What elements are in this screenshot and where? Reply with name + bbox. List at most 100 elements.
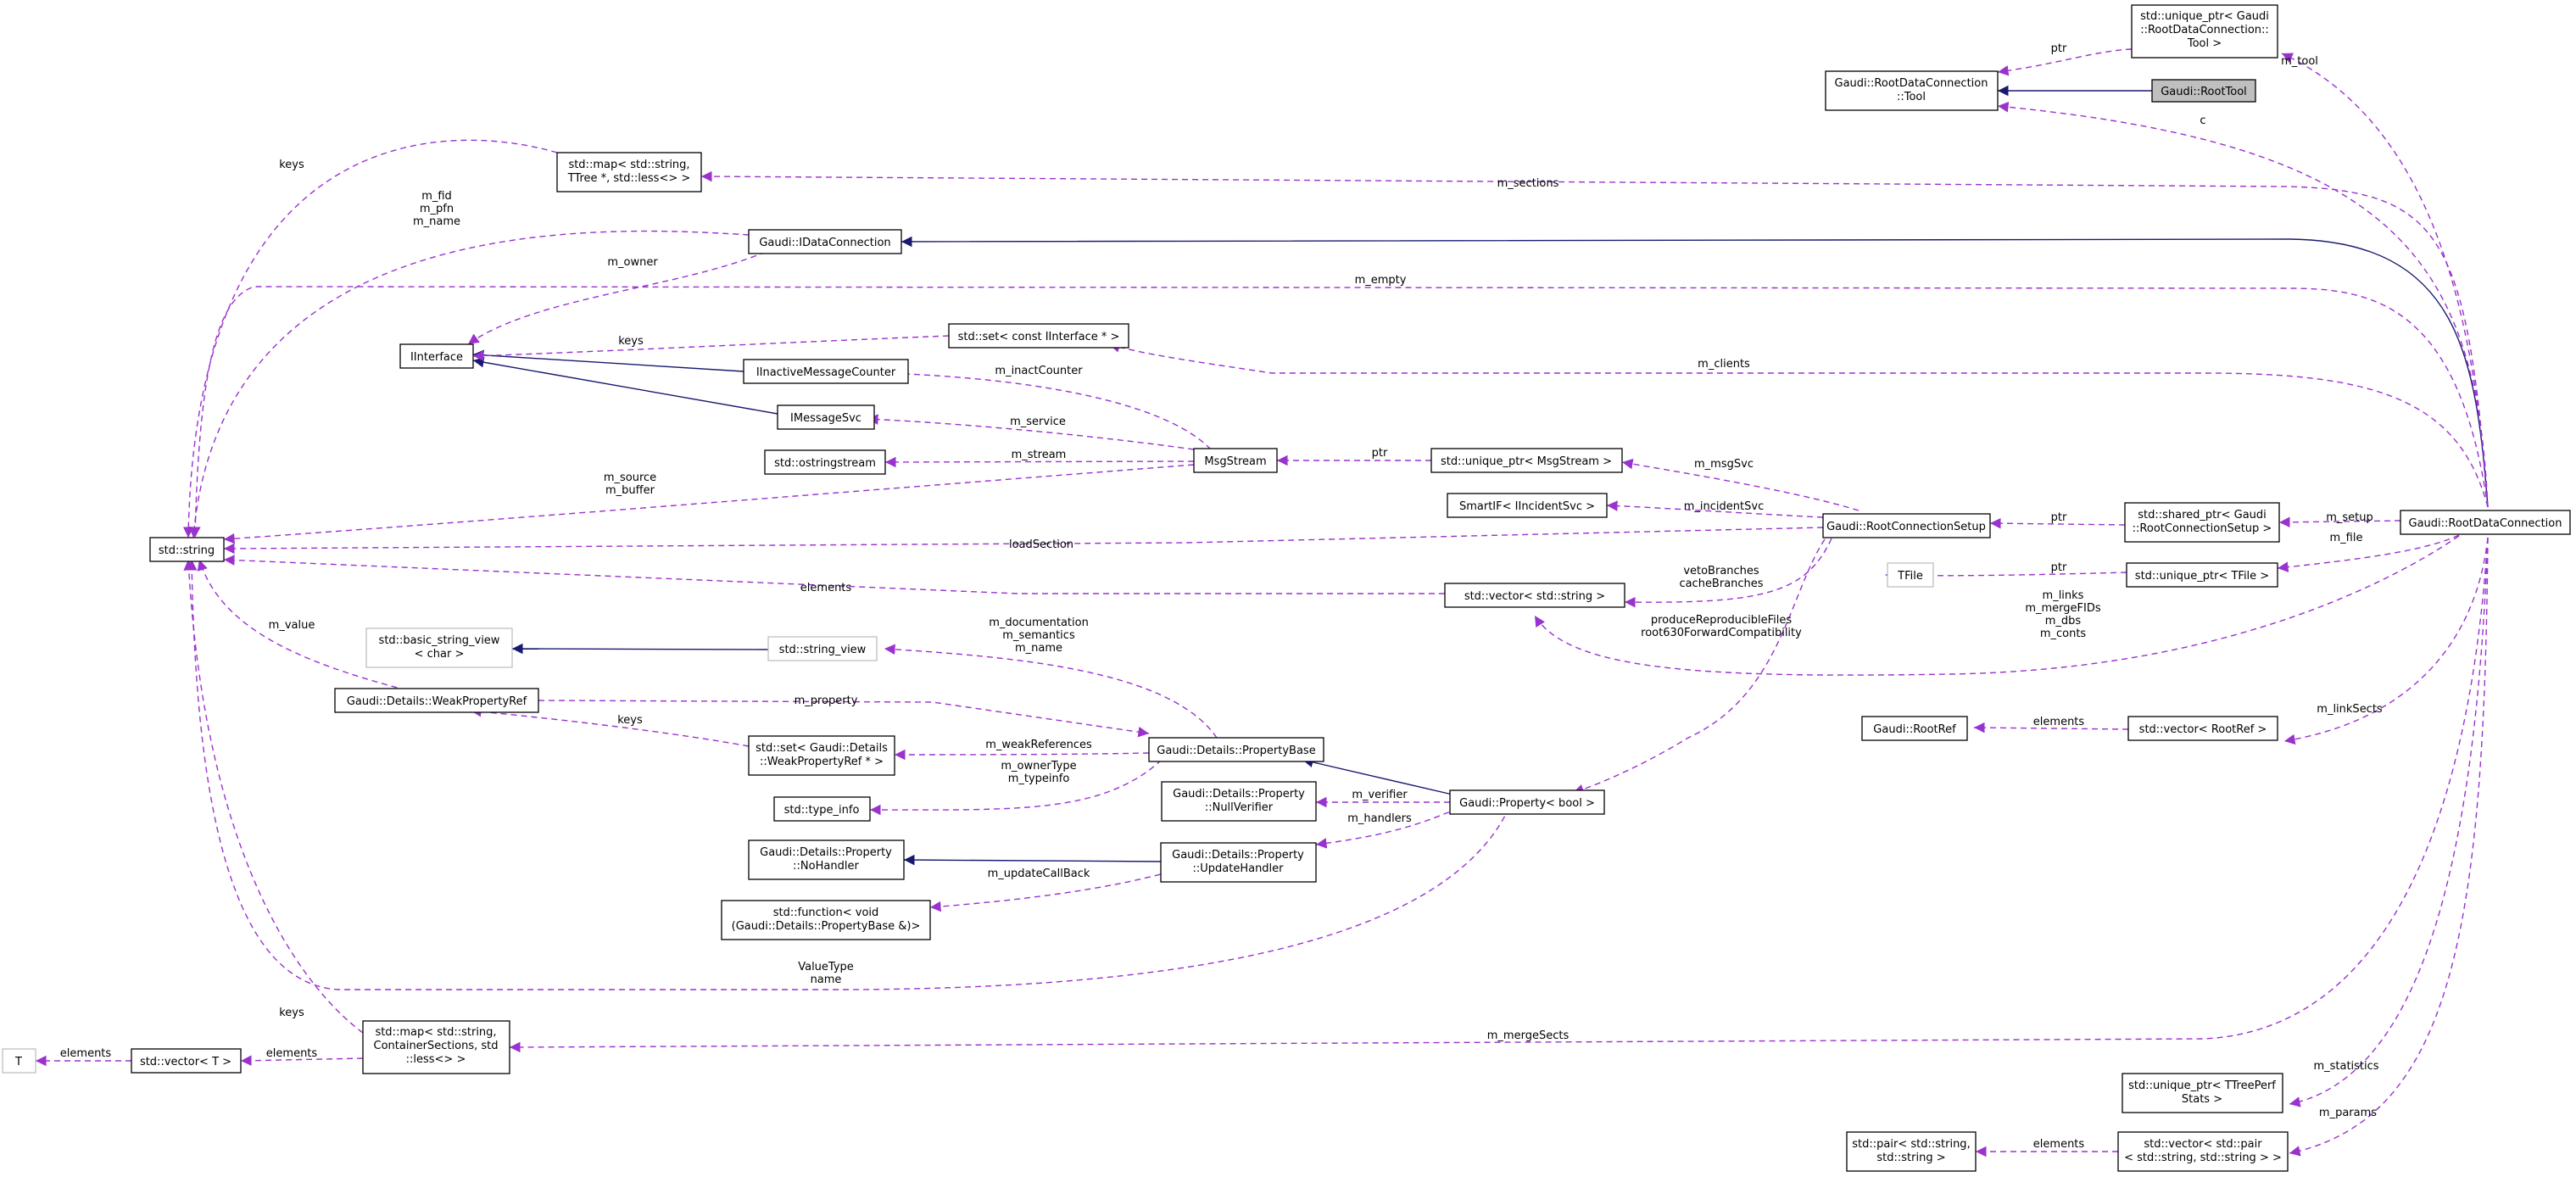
node-vector-pair[interactable]: std::vector< std::pair< std::string, std…: [2117, 1131, 2289, 1172]
node-set-iinterface[interactable]: std::set< const IInterface * >: [948, 323, 1129, 349]
node-propertybase[interactable]: Gaudi::Details::PropertyBase: [1148, 737, 1324, 762]
label-m_verifier: m_verifier: [1352, 789, 1408, 801]
edge-ptr-tool: [1997, 48, 2133, 76]
svg-text:std::vector< T >: std::vector< T >: [140, 1056, 231, 1068]
node-rootref[interactable]: Gaudi::RootRef: [1861, 716, 1968, 741]
svg-text:MsgStream: MsgStream: [1204, 455, 1266, 468]
svg-text:std::set< const IInterface * >: std::set< const IInterface * >: [958, 331, 1120, 343]
edge-keys-set: [472, 335, 950, 361]
node-uptr-msgstream[interactable]: std::unique_ptr< MsgStream >: [1430, 448, 1623, 473]
edge-m_links: [1534, 535, 2460, 676]
svg-text:SmartIF< IIncidentSvc >: SmartIF< IIncidentSvc >: [1459, 500, 1595, 513]
svg-text:std::vector< std::string >: std::vector< std::string >: [1464, 590, 1605, 603]
svg-text:IInactiveMessageCounter: IInactiveMessageCounter: [756, 366, 896, 379]
node-function[interactable]: std::function< void(Gaudi::Details::Prop…: [721, 900, 931, 940]
node-nohandler[interactable]: Gaudi::Details::Property::NoHandler: [748, 840, 905, 880]
edge-valuetype: [186, 559, 1510, 990]
svg-text:std::ostringstream: std::ostringstream: [774, 457, 876, 470]
node-string-view[interactable]: std::string_view: [767, 636, 878, 661]
node-rdc-tool[interactable]: Gaudi::RootDataConnection::Tool: [1825, 70, 1999, 111]
node-t[interactable]: T: [2, 1048, 36, 1074]
label-ptr-tfile: ptr: [2051, 561, 2067, 574]
svg-text:Gaudi::RootDataConnection: Gaudi::RootDataConnection: [2409, 517, 2562, 530]
svg-text:T: T: [14, 1056, 22, 1068]
edge-elements-vt: [240, 1055, 364, 1067]
edge-m_handlers: [1315, 807, 1459, 849]
node-basic-string-view[interactable]: std::basic_string_view< char >: [365, 628, 513, 668]
node-uptr-tfile[interactable]: std::unique_ptr< TFile >: [2126, 562, 2278, 588]
node-map-ttree[interactable]: std::map< std::string,TTree *, std::less…: [556, 152, 702, 192]
svg-text:std::basic_string_view< char >: std::basic_string_view< char >: [379, 634, 500, 661]
svg-text:std::vector< std::pair< std::s: std::vector< std::pair< std::string, std…: [2124, 1138, 2282, 1164]
label-m_linksects: m_linkSects: [2317, 703, 2383, 716]
node-vector-rootref[interactable]: std::vector< RootRef >: [2127, 716, 2278, 741]
label-keys-weak: keys: [617, 714, 643, 727]
svg-text:std::set< Gaudi::Details::Weak: std::set< Gaudi::Details::WeakPropertyRe…: [756, 742, 888, 768]
label-ptr-msg: ptr: [1372, 447, 1388, 460]
label-c: c: [2200, 114, 2205, 127]
label-elements-rootref: elements: [2033, 716, 2085, 728]
label-m_msgsvc: m_msgSvc: [1694, 458, 1754, 471]
label-m_inactcounter: m_inactCounter: [995, 365, 1083, 377]
node-roottool[interactable]: Gaudi::RootTool: [2151, 79, 2256, 103]
edge-keys-map-ttree: [182, 139, 558, 538]
node-stdstring[interactable]: std::string: [149, 537, 225, 562]
inherit-stringview-basic: [511, 643, 769, 655]
label-keys-set: keys: [618, 335, 644, 348]
label-elements-vs: elements: [800, 582, 852, 594]
node-msgstream[interactable]: MsgStream: [1193, 448, 1278, 473]
node-pair[interactable]: std::pair< std::string,std::string >: [1846, 1131, 1977, 1172]
node-map-container[interactable]: std::map< std::string,ContainerSections,…: [362, 1020, 510, 1074]
node-weakpropertyref[interactable]: Gaudi::Details::WeakPropertyRef: [334, 688, 539, 713]
label-m_tool: m_tool: [2281, 55, 2318, 68]
node-vector-t[interactable]: std::vector< T >: [131, 1048, 242, 1074]
node-rootdataconnection[interactable]: Gaudi::RootDataConnection: [2400, 510, 2571, 535]
inherit-updatehandler-nohandler: [903, 854, 1162, 866]
edge-m_service: [867, 414, 1195, 450]
node-uptr-tool[interactable]: std::unique_ptr< Gaudi::RootDataConnecti…: [2131, 4, 2278, 59]
node-rootconnectionsetup[interactable]: Gaudi::RootConnectionSetup: [1822, 513, 1991, 538]
node-updatehandler[interactable]: Gaudi::Details::Property::UpdateHandler: [1160, 842, 1317, 883]
svg-text:Gaudi::Details::WeakPropertyRe: Gaudi::Details::WeakPropertyRef: [347, 695, 527, 708]
label-ptr-setup: ptr: [2051, 511, 2067, 524]
node-iinactive[interactable]: IInactiveMessageCounter: [743, 359, 909, 384]
node-smartif[interactable]: SmartIF< IIncidentSvc >: [1447, 493, 1608, 518]
edge-loadsection: [223, 527, 1824, 555]
node-idataconnection[interactable]: Gaudi::IDataConnection: [748, 229, 902, 254]
edge-m_tool: [2281, 53, 2489, 508]
node-type-info[interactable]: std::type_info: [773, 796, 871, 822]
svg-text:IMessageSvc: IMessageSvc: [790, 412, 861, 425]
label-elements-t: elements: [60, 1047, 112, 1060]
node-nullverifier[interactable]: Gaudi::Details::Property::NullVerifier: [1161, 781, 1317, 822]
node-vector-string[interactable]: std::vector< std::string >: [1444, 583, 1625, 608]
edge-veto: [1624, 538, 1832, 608]
svg-text:Gaudi::RootTool: Gaudi::RootTool: [2161, 86, 2247, 98]
label-m_params: m_params: [2319, 1107, 2377, 1119]
label-m_weakrefs: m_weakReferences: [985, 739, 1092, 751]
svg-text:Gaudi::RootDataConnection::Too: Gaudi::RootDataConnection::Tool: [1835, 77, 1988, 103]
label-m_value: m_value: [269, 619, 315, 632]
edge-produce: [1572, 538, 1826, 795]
node-sptr-setup[interactable]: std::shared_ptr< Gaudi::RootConnectionSe…: [2124, 502, 2280, 543]
edge-m_owner: [467, 251, 767, 345]
svg-text:Gaudi::Details::Property::Null: Gaudi::Details::Property::NullVerifier: [1173, 788, 1305, 814]
node-imessagesvc[interactable]: IMessageSvc: [777, 404, 875, 430]
label-m_property: m_property: [795, 694, 858, 707]
node-ostringstream[interactable]: std::ostringstream: [764, 449, 886, 475]
edge-ptr-setup: [1989, 517, 2126, 529]
svg-text:Gaudi::Details::PropertyBase: Gaudi::Details::PropertyBase: [1157, 745, 1315, 757]
node-tfile[interactable]: TFile: [1887, 562, 1934, 588]
label-m_stream: m_stream: [1012, 449, 1067, 461]
edge-m_params: [2289, 537, 2489, 1157]
node-set-weakref[interactable]: std::set< Gaudi::Details::WeakPropertyRe…: [748, 735, 895, 776]
svg-text:std::map< std::string,Containe: std::map< std::string,ContainerSections,…: [374, 1026, 499, 1066]
node-property-bool[interactable]: Gaudi::Property< bool >: [1449, 789, 1605, 815]
svg-text:Gaudi::IDataConnection: Gaudi::IDataConnection: [759, 237, 890, 249]
node-iinterface[interactable]: IInterface: [399, 343, 474, 369]
